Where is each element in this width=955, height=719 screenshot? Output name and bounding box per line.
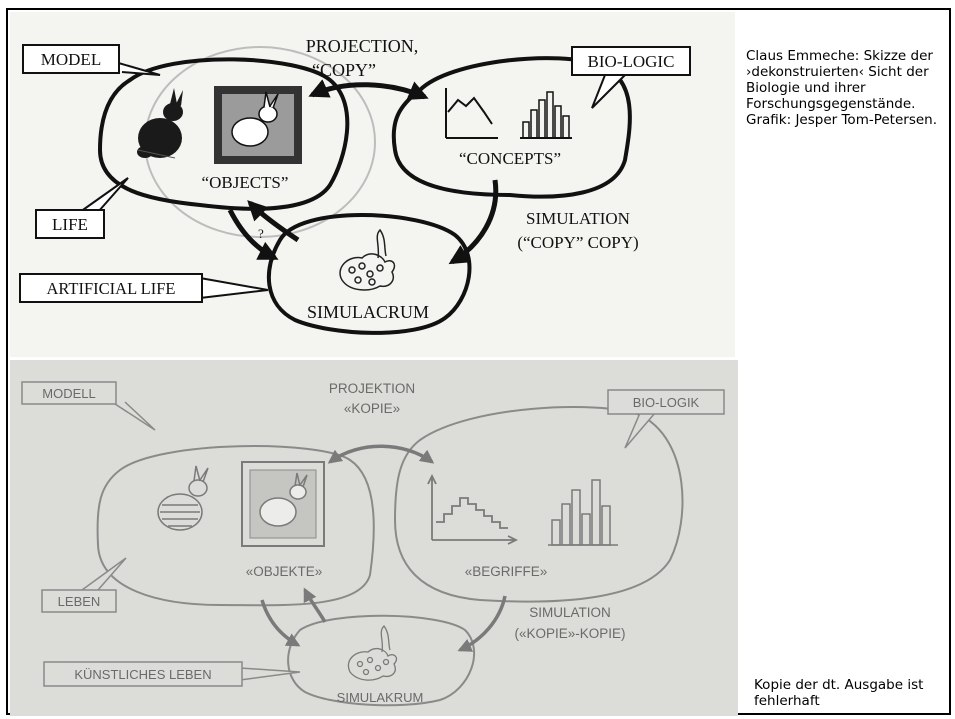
framed-rabbit-de-icon — [241, 461, 325, 547]
leben-callout — [41, 589, 117, 613]
life-label: LIFE — [52, 215, 88, 234]
life-blob — [97, 57, 350, 211]
modell-callout-pointer — [111, 401, 156, 431]
simulation-de-arrow — [457, 595, 507, 652]
translation-note: Kopie der dt. Ausgabe ist fehlerhaft — [754, 677, 924, 709]
bio-logik-callout — [607, 389, 725, 415]
leben-label: LEBEN — [58, 594, 101, 609]
bio-logik-label: BIO-LOGIK — [633, 395, 700, 410]
simulation-arrow — [448, 179, 499, 265]
model-callout — [22, 44, 120, 74]
simulation-de-label-line2: («KOPIE»-KOPIE) — [514, 626, 625, 641]
simulakrum-to-leben-arrow — [303, 587, 327, 623]
simulation-label-line1: SIMULATION — [526, 209, 630, 228]
model-label: MODEL — [41, 50, 101, 69]
leben-blob — [96, 445, 375, 607]
kuenstliches-leben-callout — [43, 661, 243, 687]
concepts-blob — [391, 56, 632, 199]
projection-arrow — [308, 79, 429, 100]
kuenstliches-leben-callout-pointer — [239, 667, 301, 681]
hatched-rabbit-icon — [157, 465, 209, 531]
english-diagram: MODEL BIO-LOGIC LIFE ARTIFICIAL LIFE PRO… — [19, 36, 691, 335]
model-callout-pointer — [114, 61, 161, 76]
simulacrum-blob — [266, 213, 472, 335]
german-diagram: MODELL BIO-LOGIK LEBEN KÜNSTLICHES LEBEN… — [21, 381, 725, 707]
simulakrum-rabbit-icon — [347, 625, 398, 681]
artificial-life-callout-pointer — [199, 277, 269, 299]
objekte-label: «OBJEKTE» — [246, 564, 323, 579]
artificial-life-label: ARTIFICIAL LIFE — [46, 279, 175, 298]
concepts-label: “CONCEPTS” — [459, 149, 561, 168]
leben-to-simulakrum-arrow — [260, 599, 301, 647]
bar-graph-icon — [520, 91, 572, 139]
life-to-simulacrum-arrow — [227, 208, 279, 261]
kuenstliches-leben-label: KÜNSTLICHES LEBEN — [74, 667, 211, 682]
projektion-label-line2: «KOPIE» — [344, 401, 400, 416]
modell-label: MODELL — [42, 386, 95, 401]
life-callout — [35, 209, 105, 239]
objects-label: “OBJECTS” — [202, 173, 289, 192]
begriffe-label: «BEGRIFFE» — [465, 564, 548, 579]
modell-callout — [21, 381, 117, 405]
figure-caption: Claus Emmeche: Skizze der ›dekonstruiert… — [746, 48, 938, 128]
simulacrum-to-life-arrow — [247, 200, 300, 243]
leben-callout-pointer — [81, 557, 127, 591]
artificial-life-callout — [19, 273, 203, 303]
biologic-callout-pointer — [591, 74, 626, 109]
simulakrum-label: SIMULAKRUM — [337, 690, 424, 705]
biologic-callout — [571, 46, 691, 76]
line-graph-icon — [445, 88, 498, 139]
simulacrum-label: SIMULACRUM — [307, 302, 429, 322]
simulation-label-line2: (“COPY” COPY) — [517, 233, 638, 252]
simulakrum-blob — [287, 614, 475, 707]
projection-label-line2: “COPY” — [312, 60, 376, 80]
projection-label-line1: PROJECTION, — [306, 36, 419, 56]
life-callout-pointer — [79, 177, 129, 213]
simulacrum-rabbit-icon — [339, 228, 396, 291]
bio-logik-callout-pointer — [624, 412, 656, 449]
step-graph-icon — [427, 473, 519, 545]
question-mark: ? — [258, 226, 264, 241]
projektion-label-line1: PROJEKTION — [329, 381, 415, 396]
dark-rabbit-icon — [137, 88, 183, 159]
projektion-arrow — [327, 444, 435, 464]
simulation-de-label-line1: SIMULATION — [529, 605, 611, 620]
begriffe-blob — [393, 406, 684, 603]
biologic-label: BIO-LOGIC — [588, 52, 675, 71]
bar-graph-de-icon — [548, 479, 618, 546]
framed-rabbit-icon — [214, 86, 302, 164]
